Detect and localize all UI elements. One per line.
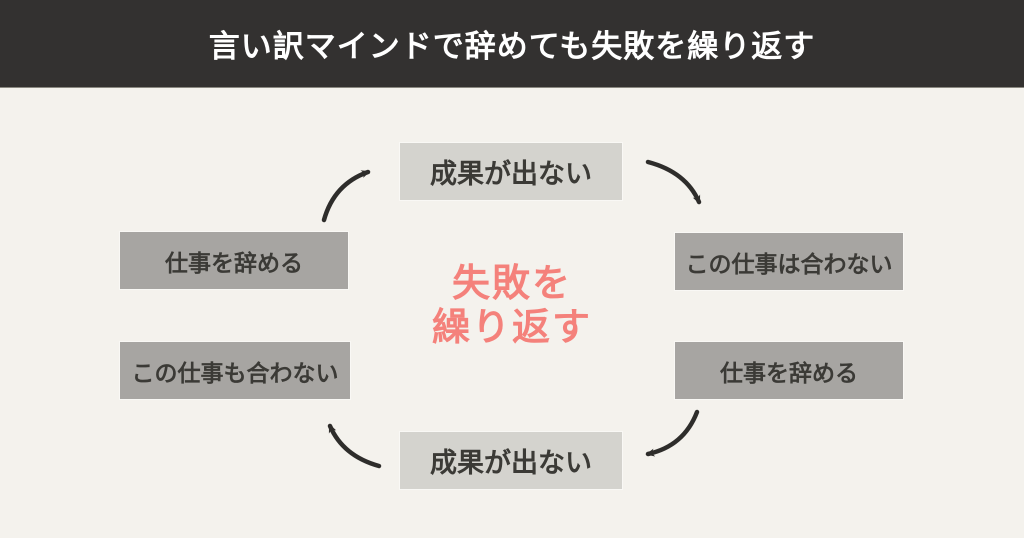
page-title: 言い訳マインドで辞めても失敗を繰り返す [208,29,816,64]
center-label-line2: 繰り返す [431,307,592,349]
node-label: この仕事は合わない [685,250,893,277]
cycle-diagram: 成果が出ない この仕事は合わない 仕事を辞める 成果が出ない この仕事も合わない… [0,88,1024,538]
arrow-left-top-to-top [321,169,371,223]
node-no-results-1: 成果が出ない [399,142,623,201]
node-label: 成果が出ない [430,159,592,189]
center-cycle-label: 失敗を 繰り返す [362,262,662,350]
arrow-top-to-right-top [645,159,702,205]
node-label: この仕事も合わない [131,359,339,386]
node-label: 仕事を辞める [720,359,858,386]
node-label: 仕事を辞める [165,249,303,276]
node-label: 成果が出ない [430,448,592,478]
node-no-results-2: 成果が出ない [399,431,623,490]
node-job-not-fit-2: この仕事も合わない [119,341,351,400]
node-job-not-fit-1: この仕事は合わない [674,232,904,291]
center-label-line1: 失敗を [451,263,572,305]
header-banner: 言い訳マインドで辞めても失敗を繰り返す [0,0,1024,88]
node-quit-job-2: 仕事を辞める [119,231,349,290]
arrow-right-bottom-to-bottom [645,409,700,457]
arrow-bottom-to-left-bottom [327,423,382,469]
node-quit-job-1: 仕事を辞める [674,341,904,400]
